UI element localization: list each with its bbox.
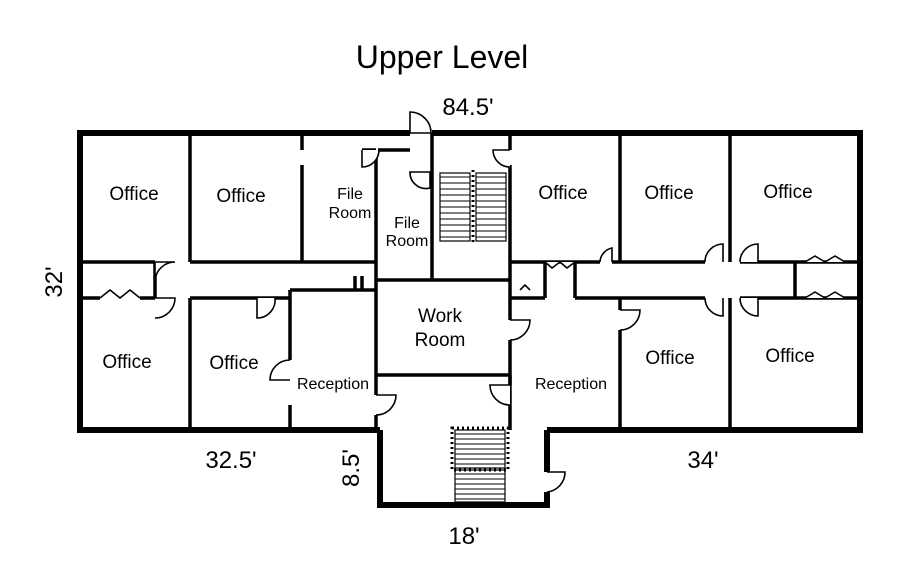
dimension-left: 32' (41, 266, 68, 297)
dimension-bottom-center: 18' (448, 523, 479, 550)
room-label-office-6: Office (102, 352, 151, 373)
room-label-office-9: Office (765, 346, 814, 367)
room-label-file-room-1a: File (337, 186, 363, 203)
dimension-top: 84.5' (442, 94, 493, 121)
room-label-office-1: Office (109, 184, 158, 205)
plan-title: Upper Level (356, 39, 529, 75)
room-label-office-5: Office (763, 182, 812, 203)
room-label-office-3: Office (538, 183, 587, 204)
dimension-bottom-left: 32.5' (205, 447, 256, 474)
room-label-office-8: Office (645, 348, 694, 369)
room-label-reception-right: Reception (535, 376, 607, 393)
dimension-notch: 8.5' (338, 449, 365, 487)
room-label-reception-left: Reception (297, 376, 369, 393)
doors (99, 111, 846, 493)
room-label-office-7: Office (209, 353, 258, 374)
room-label-file-room-2a: File (394, 215, 420, 232)
room-label-office-2: Office (216, 186, 265, 207)
stair-treads (440, 176, 506, 500)
room-label-work-room-b: Room (415, 330, 466, 351)
dimension-bottom-right: 34' (687, 447, 718, 474)
room-label-file-room-1b: Room (329, 205, 372, 222)
room-label-office-4: Office (644, 183, 693, 204)
outer-walls (77, 130, 863, 508)
room-label-file-room-2b: Room (386, 233, 429, 250)
room-label-work-room-a: Work (418, 306, 462, 327)
